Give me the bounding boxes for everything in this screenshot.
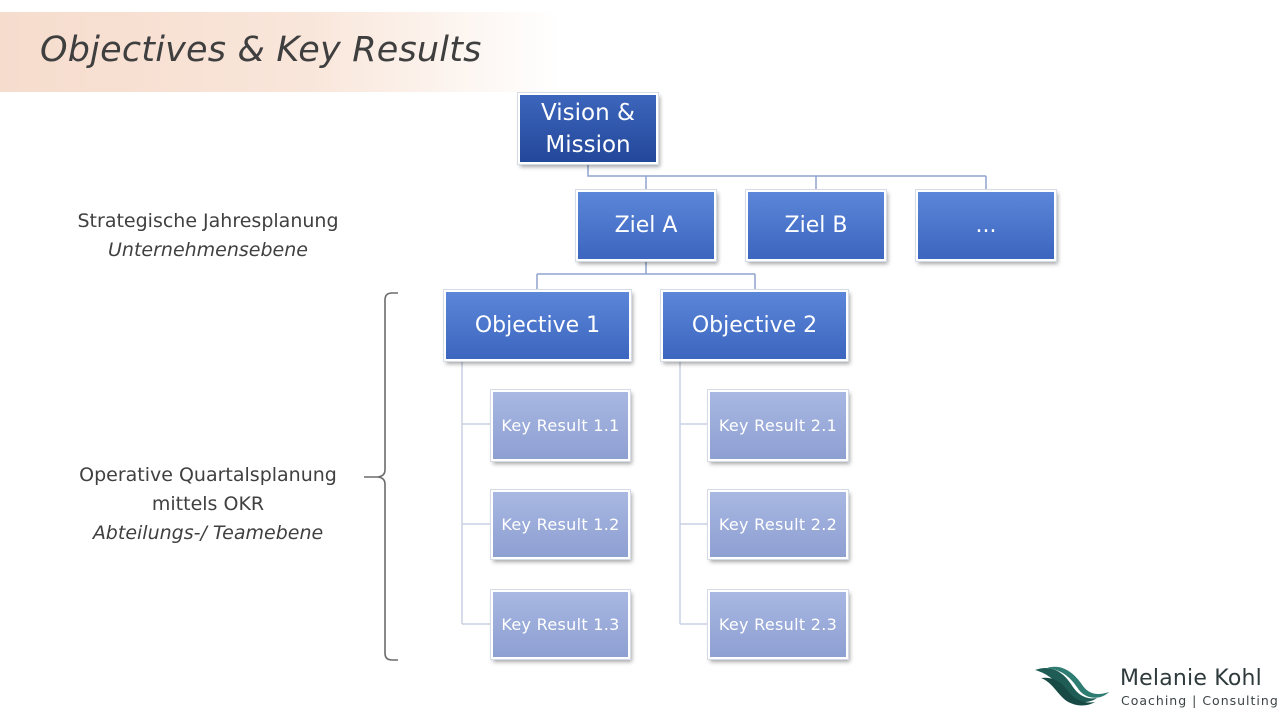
vision-box: Vision & Mission	[517, 92, 659, 165]
key-result-label-1-2: Key Result 1.2	[501, 515, 620, 534]
goal-box-b: Ziel B	[745, 189, 887, 262]
operative-label-line3: Abteilungs-/ Teamebene	[92, 522, 324, 544]
objective-box-1: Objective 1	[443, 289, 632, 362]
key-result-box-1-2: Key Result 1.2	[490, 489, 631, 560]
wave-logo-icon	[1035, 666, 1109, 706]
key-result-box-2-3: Key Result 2.3	[707, 589, 849, 660]
key-result-label-1-1: Key Result 1.1	[501, 416, 620, 435]
key-result-box-2-1: Key Result 2.1	[707, 389, 849, 462]
vision-label: Vision & Mission	[541, 99, 635, 158]
key-result-box-1-1: Key Result 1.1	[490, 389, 631, 462]
operative-label: Operative Quartalsplanung mittels OKR Ab…	[58, 461, 358, 548]
key-result-label-2-1: Key Result 2.1	[718, 416, 838, 435]
objective-label-1: Objective 1	[474, 313, 601, 338]
key-result-label-2-3: Key Result 2.3	[718, 615, 838, 634]
key-result-label-2-2: Key Result 2.2	[718, 515, 838, 534]
logo-tagline: Coaching | Consulting	[1121, 693, 1279, 708]
title-band	[0, 12, 560, 92]
logo-name: Melanie Kohl	[1120, 666, 1262, 691]
key-result-box-1-3: Key Result 1.3	[490, 589, 631, 660]
goal-label-a: Ziel A	[614, 213, 678, 238]
goal-box-more: ...	[915, 189, 1057, 262]
strategic-label-line1: Strategische Jahresplanung	[77, 210, 339, 232]
slide-title: Objectives & Key Results	[40, 30, 482, 70]
operative-label-line1: Operative Quartalsplanung	[79, 464, 337, 486]
key-result-box-2-2: Key Result 2.2	[707, 489, 849, 560]
strategic-label-line2: Unternehmensebene	[108, 239, 308, 261]
strategic-label: Strategische Jahresplanung Unternehmense…	[58, 207, 358, 265]
goal-box-a: Ziel A	[575, 189, 717, 262]
objective-label-2: Objective 2	[691, 313, 818, 338]
key-result-label-1-3: Key Result 1.3	[501, 615, 620, 634]
operative-label-line2: mittels OKR	[151, 493, 265, 515]
objective-box-2: Objective 2	[660, 289, 849, 362]
goal-label-b: Ziel B	[784, 213, 848, 238]
goal-label-more: ...	[975, 213, 997, 238]
